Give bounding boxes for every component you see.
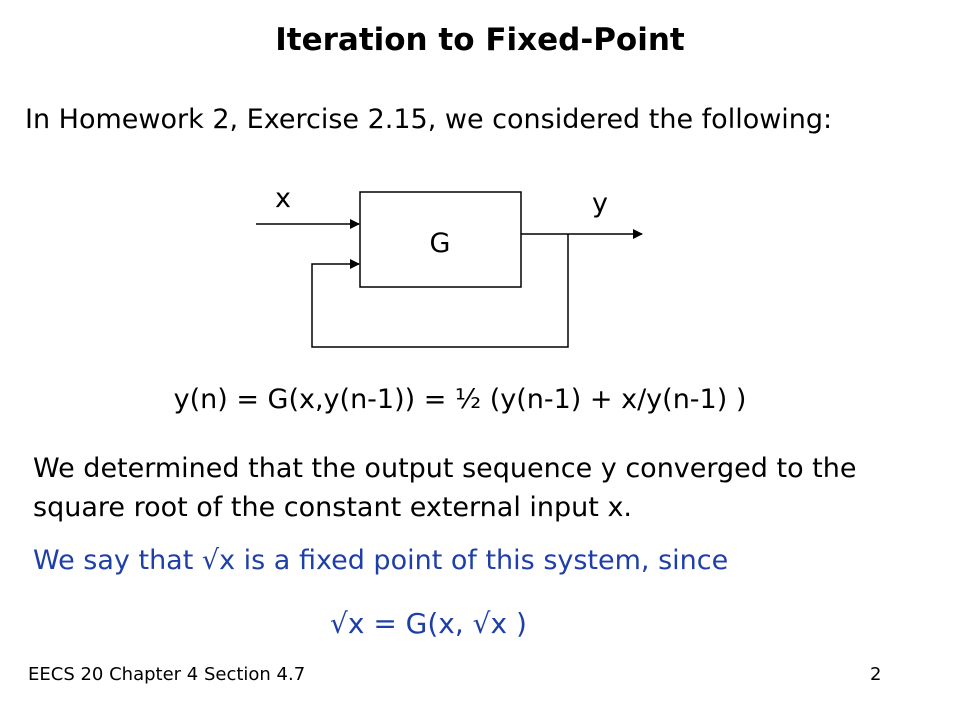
intro-text: In Homework 2, Exercise 2.15, we conside… bbox=[25, 104, 833, 135]
feedback-block-diagram: G x y bbox=[256, 183, 643, 348]
iteration-equation: y(n) = G(x,y(n-1)) = ½ (y(n-1) + x/y(n-1… bbox=[173, 384, 747, 415]
input-label-x: x bbox=[275, 183, 291, 214]
convergence-paragraph: We determined that the output sequence y… bbox=[33, 449, 933, 527]
system-block-g bbox=[359, 191, 522, 288]
paragraph-line-1: We determined that the output sequence y… bbox=[33, 453, 857, 484]
page-number: 2 bbox=[870, 664, 882, 685]
feedback-path bbox=[311, 234, 569, 348]
fixed-point-statement: We say that √x is a fixed point of this … bbox=[33, 545, 729, 576]
fixed-point-equation: √x = G(x, √x ) bbox=[330, 607, 527, 640]
paragraph-line-2: square root of the constant external inp… bbox=[33, 492, 633, 523]
block-label: G bbox=[430, 228, 451, 259]
footer-course-label: EECS 20 Chapter 4 Section 4.7 bbox=[28, 664, 306, 685]
output-label-y: y bbox=[592, 188, 608, 219]
slide-title: Iteration to Fixed-Point bbox=[275, 22, 685, 58]
